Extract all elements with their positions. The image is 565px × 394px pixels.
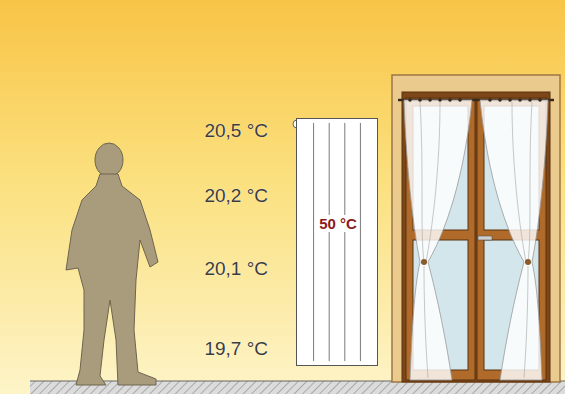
radiator-temperature: 50 °C [317, 215, 359, 232]
floor [30, 381, 565, 394]
radiator: 50 °C [296, 118, 378, 366]
radiator-fin [313, 123, 314, 361]
air-temperature: 20,5 °C [204, 120, 268, 142]
air-temperature: 20,1 °C [204, 258, 268, 280]
radiator-fin [344, 123, 345, 361]
radiator-fin [329, 123, 330, 361]
radiator-fins [297, 119, 377, 365]
air-temperature: 19,7 °C [204, 338, 268, 360]
radiator-fin [360, 123, 361, 361]
french-door [392, 75, 560, 382]
air-temperature: 20,2 °C [204, 185, 268, 207]
person-silhouette [66, 143, 158, 385]
